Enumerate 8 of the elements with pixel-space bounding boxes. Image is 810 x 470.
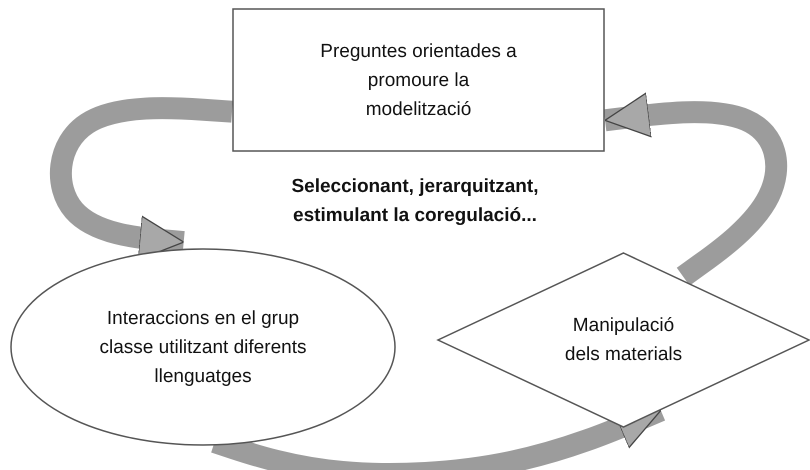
- curved-arrow: [604, 92, 788, 286]
- node-text: Preguntes orientades a promoure la modelització: [319, 40, 518, 122]
- node-text: Manipulació dels materials: [564, 314, 684, 367]
- node-text: Interaccions en el grup classe utilitzant diferents llenguatges: [98, 306, 308, 388]
- ellipse-node: [10, 248, 396, 446]
- process-box: [232, 8, 605, 152]
- decision-diamond: [437, 252, 810, 428]
- note-text: Seleccionant, jerarquitzant, estimulant la coregulació...: [290, 175, 540, 228]
